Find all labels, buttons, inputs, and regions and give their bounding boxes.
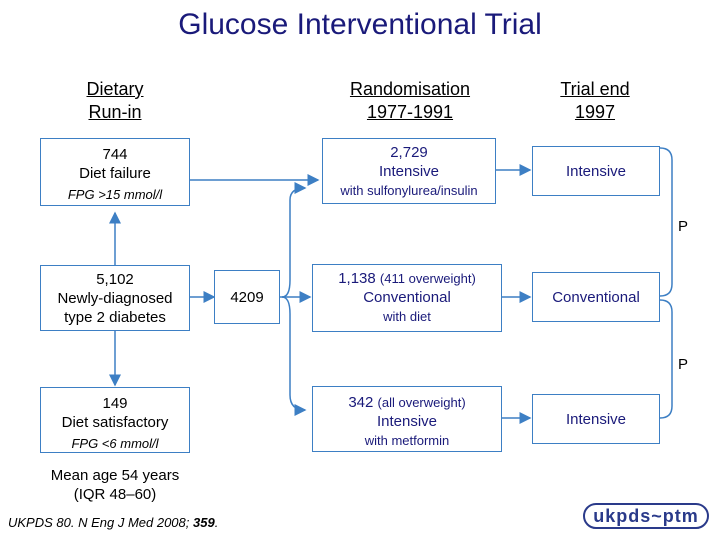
ukpds-ptm-logo: ukpds~ptm: [583, 503, 709, 529]
box-end-intensive-2: Intensive: [532, 394, 660, 444]
intensive-met-label: Intensive: [376, 413, 438, 430]
citation-text: UKPDS 80. N Eng J Med 2008;: [8, 515, 193, 530]
diet-satisfactory-count: 149: [102, 395, 128, 412]
header-trial-end: Trial end 1997: [540, 78, 650, 124]
intensive-su-sub: with sulfonylurea/insulin: [340, 183, 478, 198]
box-newly-diagnosed: 5,102 Newly-diagnosed type 2 diabetes: [40, 265, 190, 331]
arrow-to-intensive-met: [281, 296, 307, 416]
conventional-note: (411 overweight): [379, 271, 476, 286]
newly-diagnosed-line2: type 2 diabetes: [64, 309, 166, 326]
box-intensive-su: 2,729 Intensive with sulfonylurea/insuli…: [322, 138, 496, 204]
intensive-met-note: (all overweight): [377, 395, 466, 410]
intensive-met-sub: with metformin: [364, 433, 450, 448]
header-runin-line2: Run-in: [88, 102, 142, 122]
header-runin-line1: Dietary: [86, 79, 144, 99]
mean-age-line1: Mean age 54 years: [50, 467, 180, 484]
conventional-label: Conventional: [363, 289, 451, 306]
citation-volume: 359: [192, 515, 215, 530]
intensive-su-label: Intensive: [378, 163, 440, 180]
mean-age: Mean age 54 years (IQR 48–60): [20, 466, 210, 504]
diet-failure-fpg: FPG >15 mmol/l: [67, 187, 163, 202]
bracket-p1: [659, 147, 673, 297]
box-intensive-met: 342 (all overweight) Intensive with metf…: [312, 386, 502, 452]
header-runin: Dietary Run-in: [55, 78, 175, 124]
conventional-count: 1,138: [338, 270, 376, 287]
diet-satisfactory-fpg: FPG <6 mmol/l: [71, 436, 159, 451]
header-trial-end-line1: Trial end: [560, 79, 630, 99]
citation: UKPDS 80. N Eng J Med 2008; 359.: [8, 515, 218, 530]
header-randomisation-line2: 1977-1991: [366, 102, 454, 122]
diet-failure-label: Diet failure: [79, 165, 151, 182]
conventional-sub: with diet: [383, 309, 431, 324]
arrow-to-intensive-su: [281, 182, 307, 298]
mean-age-line2: (IQR 48–60): [73, 486, 157, 503]
header-randomisation: Randomisation 1977-1991: [320, 78, 500, 124]
header-trial-end-line2: 1997: [574, 102, 616, 122]
p-label-1: P: [678, 218, 689, 235]
newly-diagnosed-count: 5,102: [96, 271, 134, 288]
intensive-met-count: 342: [348, 394, 374, 411]
header-randomisation-line1: Randomisation: [349, 79, 471, 99]
box-diet-failure: 744 Diet failure FPG >15 mmol/l: [40, 138, 190, 206]
box-conventional: 1,138 (411 overweight) Conventional with…: [312, 264, 502, 332]
box-randomised-total: 4209: [214, 270, 280, 324]
citation-end: .: [214, 515, 219, 530]
page-title: Glucose Interventional Trial: [178, 8, 542, 41]
newly-diagnosed-line1: Newly-diagnosed: [57, 290, 173, 307]
box-diet-satisfactory: 149 Diet satisfactory FPG <6 mmol/l: [40, 387, 190, 453]
p-label-2: P: [678, 356, 689, 373]
intensive-su-count: 2,729: [390, 144, 428, 161]
diet-satisfactory-label: Diet satisfactory: [61, 414, 169, 431]
diet-failure-count: 744: [102, 146, 128, 163]
box-end-intensive-1: Intensive: [532, 146, 660, 196]
box-end-conventional: Conventional: [532, 272, 660, 322]
bracket-p2: [659, 299, 673, 419]
